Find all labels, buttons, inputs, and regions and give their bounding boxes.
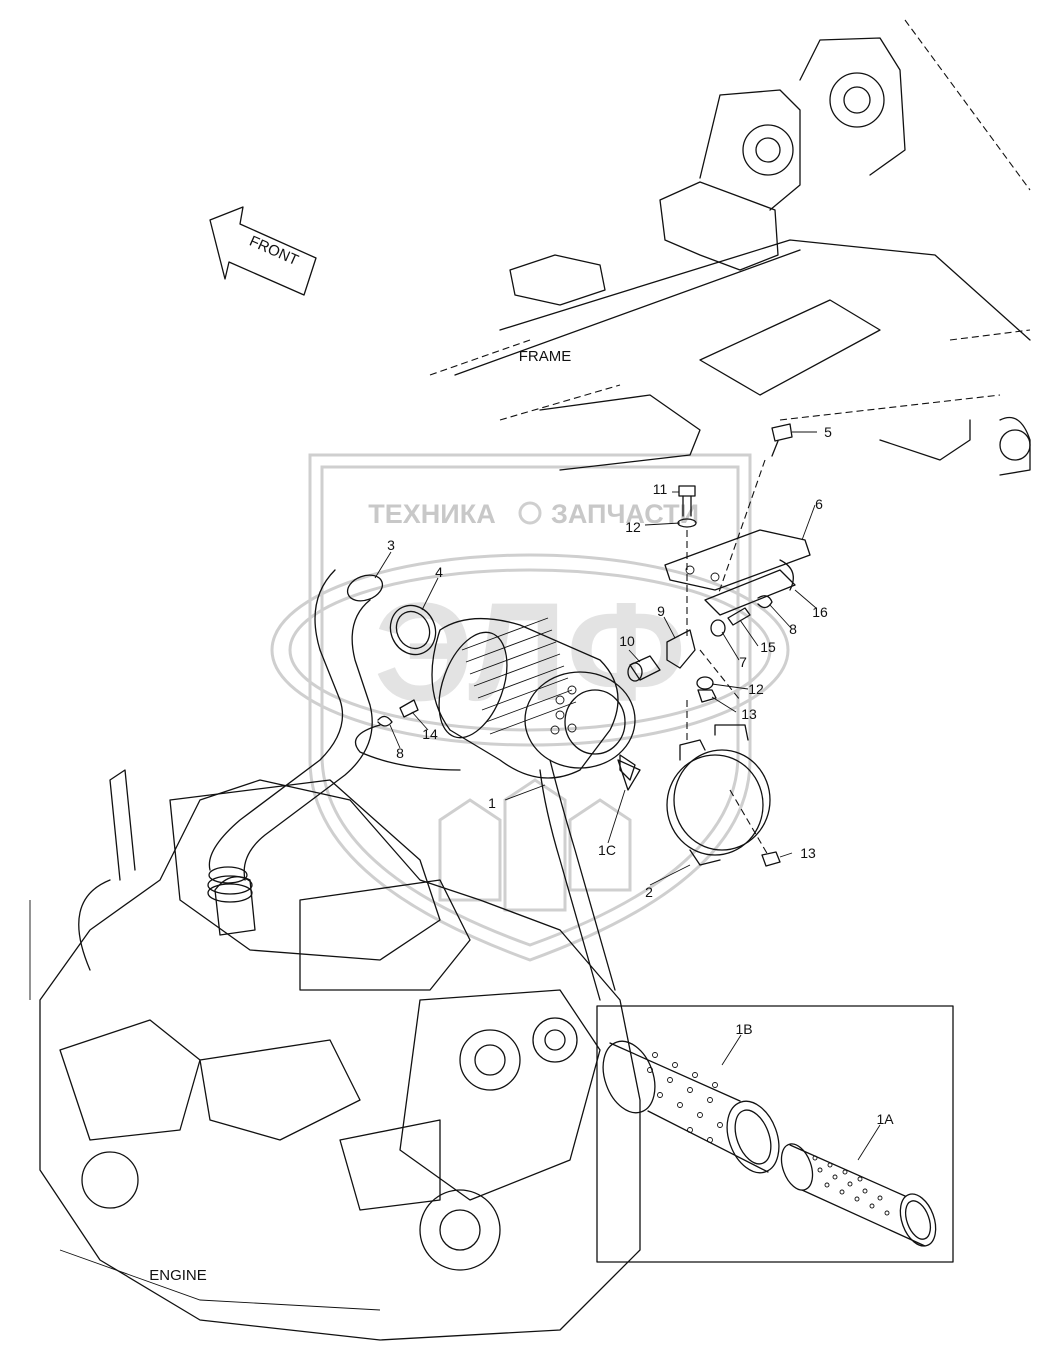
- mounting-band: [666, 724, 771, 866]
- callout-numbers: 1 1A 1B 1C 2 3 4 5 6 7 8 8 9 10 11 12 12…: [387, 424, 894, 1127]
- watermark-text-left: ТЕХНИКА: [368, 499, 495, 529]
- bolt-5: [771, 423, 793, 457]
- callout-12-upper: 12: [625, 519, 641, 535]
- filter-element-1B: [602, 1040, 780, 1174]
- callout-11: 11: [653, 481, 668, 497]
- callout-8-left: 8: [396, 745, 404, 761]
- washer-7: [710, 619, 726, 637]
- washer-12-lower: [696, 676, 714, 690]
- intake-hose: [208, 569, 384, 884]
- clip-8-left: [377, 715, 393, 727]
- callout-14: 14: [422, 726, 438, 742]
- watermark-text-right: ЗАПЧАСТИ: [551, 499, 699, 529]
- callout-8-right: 8: [789, 621, 797, 637]
- callout-16: 16: [812, 604, 828, 620]
- bolt-11: [678, 485, 696, 517]
- callout-2: 2: [645, 884, 653, 900]
- callout-15: 15: [760, 639, 776, 655]
- callout-5: 5: [824, 424, 832, 440]
- screw-14: [399, 699, 419, 718]
- frame-outline: FRAME: [429, 19, 1031, 476]
- callout-10: 10: [619, 633, 635, 649]
- callout-7: 7: [739, 654, 747, 670]
- watermark: ТЕХНИКА ЗАПЧАСТИ ЭЛФ: [270, 453, 790, 962]
- clip-8-right: [757, 595, 773, 609]
- callout-1B: 1B: [735, 1021, 752, 1037]
- callout-13-lower: 13: [800, 845, 816, 861]
- callout-4: 4: [435, 564, 443, 580]
- air-cleaner-body: [431, 617, 636, 1001]
- plate-9: [666, 629, 696, 669]
- callout-9: 9: [657, 603, 665, 619]
- nut-13-lower: [761, 851, 781, 867]
- callout-12-lower: 12: [748, 681, 764, 697]
- engine-outline: ENGINE: [29, 769, 641, 1341]
- callout-1C: 1C: [598, 842, 616, 858]
- callout-1A: 1A: [876, 1111, 894, 1127]
- callout-6: 6: [815, 496, 823, 512]
- rubber-mount-10: [627, 655, 661, 682]
- frame-label: FRAME: [519, 348, 572, 365]
- mounting-bracket: [664, 529, 811, 616]
- safety-element-1A: [780, 1143, 937, 1247]
- callout-3: 3: [387, 537, 395, 553]
- front-arrow-icon: FRONT: [209, 206, 317, 296]
- leader-lines: [374, 431, 881, 1161]
- assembly-lines: [686, 459, 769, 856]
- callout-1: 1: [488, 795, 496, 811]
- front-label: FRONT: [247, 233, 301, 270]
- vacuator-valve: [617, 759, 641, 791]
- hose-clamp-upper: [389, 604, 437, 656]
- hose-clamp-lower: [207, 875, 253, 903]
- breather-hose: [354, 724, 461, 771]
- callout-13-upper: 13: [741, 706, 757, 722]
- bolt-15: [727, 607, 751, 626]
- nut-13-upper: [697, 689, 717, 703]
- engine-label: ENGINE: [149, 1267, 207, 1284]
- filter-detail-inset: [596, 1005, 954, 1263]
